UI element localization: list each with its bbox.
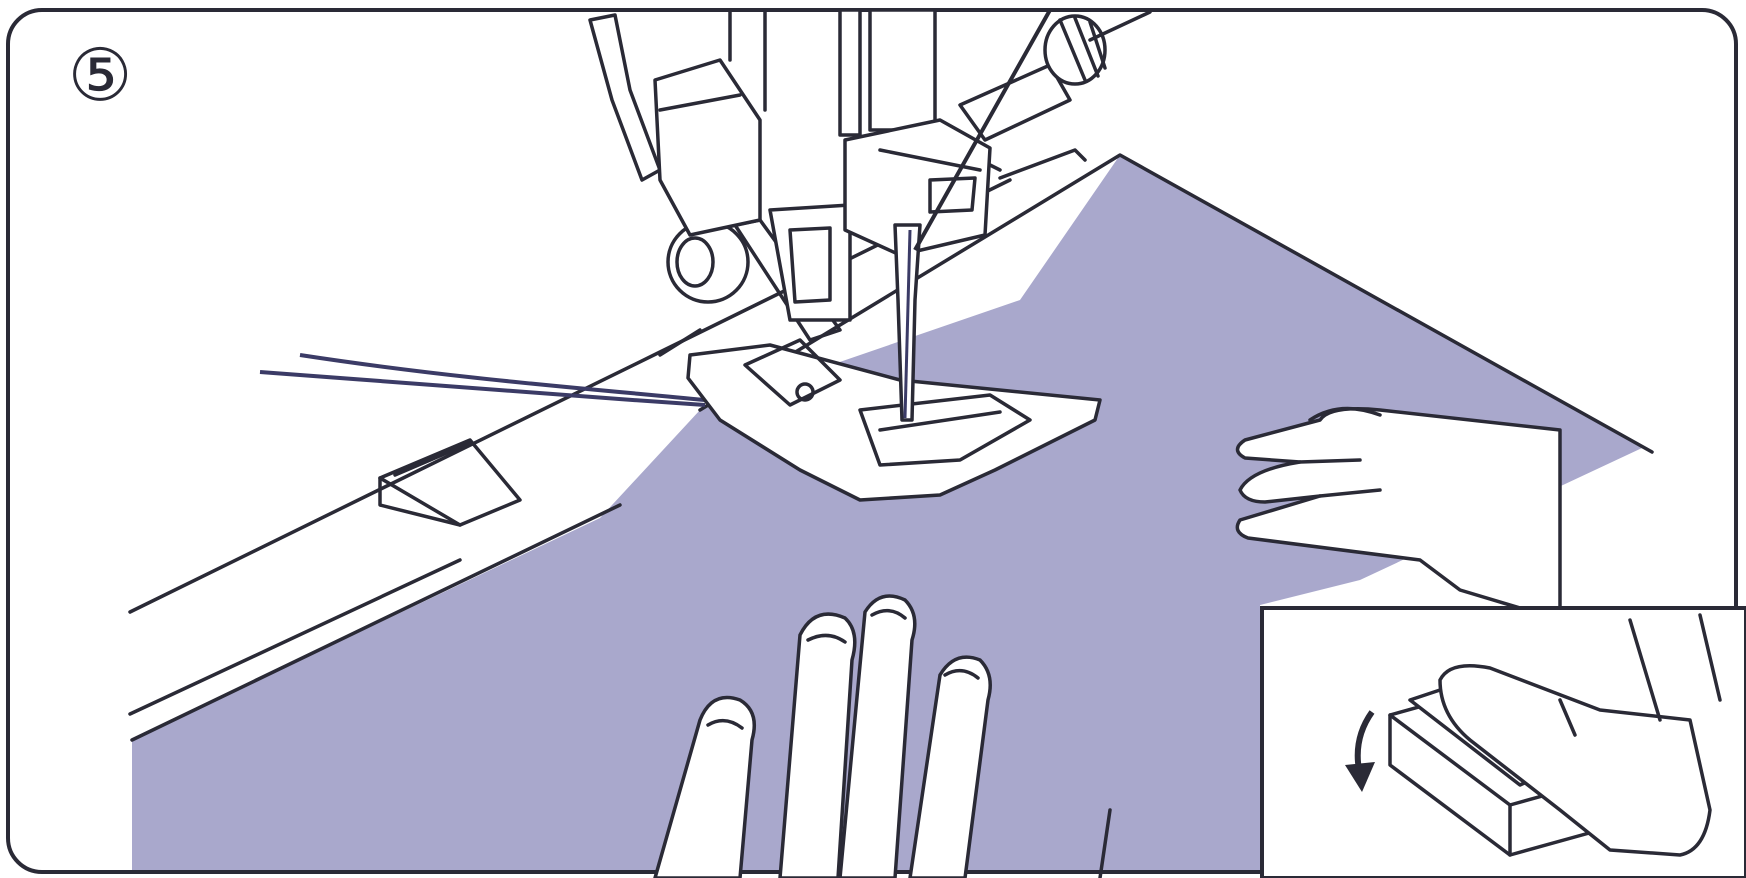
step-number: ⑤ (68, 33, 133, 117)
inset-panel (1262, 608, 1746, 878)
